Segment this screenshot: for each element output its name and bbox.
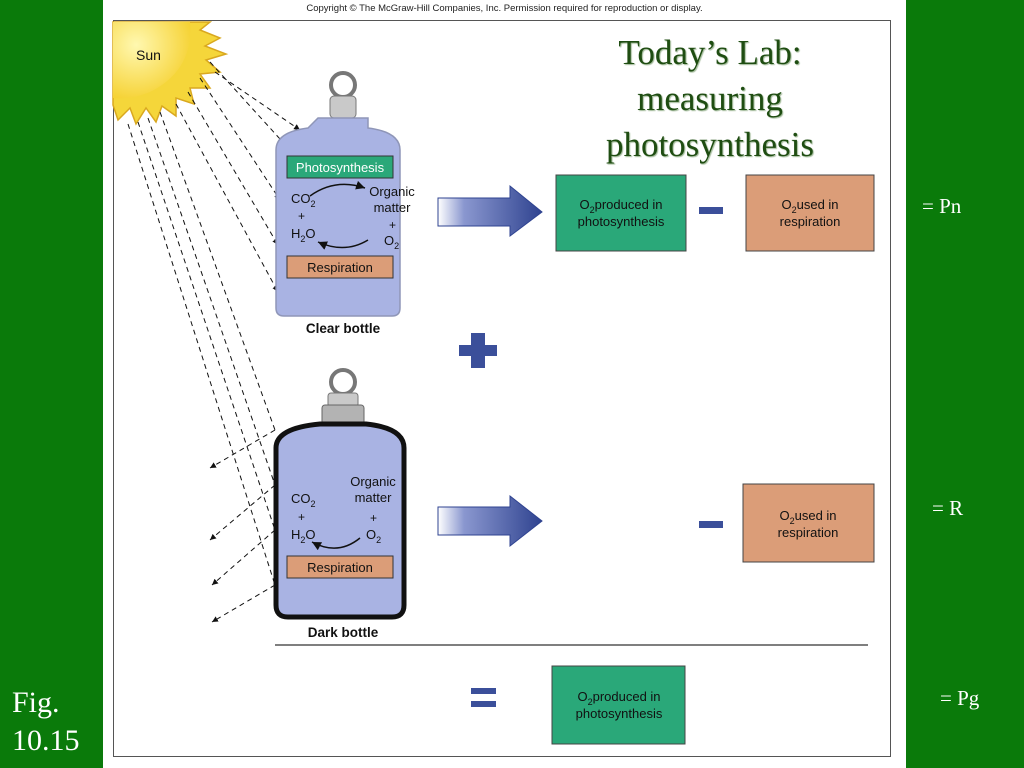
figure-label: Fig. 10.15 bbox=[12, 684, 80, 760]
respiration-label-dark: Respiration bbox=[307, 560, 373, 575]
box-o2-used-bottom: O2used in respiration bbox=[742, 483, 875, 563]
matter-label-clear: matter bbox=[374, 200, 412, 215]
box-o2-produced-top: O2produced in photosynthesis bbox=[555, 174, 687, 252]
title-line-1: Today’s Lab: bbox=[618, 33, 802, 72]
sun-label: Sun bbox=[136, 47, 161, 63]
figure-panel: Copyright © The McGraw-Hill Companies, I… bbox=[103, 0, 906, 768]
cycle-arrow-top-clear bbox=[309, 180, 366, 197]
svg-text:O2used in: O2used in bbox=[779, 508, 836, 526]
light-rays-clear bbox=[175, 61, 301, 293]
equals-icon-bottom bbox=[471, 701, 496, 707]
equals-icon-top bbox=[471, 688, 496, 694]
organic-label-clear: Organic bbox=[369, 184, 415, 199]
figure-frame bbox=[113, 20, 891, 757]
arrow-right-icon bbox=[437, 494, 543, 548]
h2o-label-dark: H2O bbox=[291, 527, 316, 545]
equation-r: = R bbox=[932, 496, 964, 520]
photosynthesis-bar bbox=[286, 155, 394, 179]
title-line-2: measuring bbox=[637, 79, 783, 118]
clear-bottle-caption: Clear bottle bbox=[306, 321, 381, 336]
light-rays-dark bbox=[127, 111, 276, 623]
box-o2-used-top: O2used in respiration bbox=[745, 174, 875, 252]
organic-label-dark: Organic bbox=[350, 474, 396, 489]
cycle-arrow-bottom-clear bbox=[317, 239, 369, 250]
equation-pg: = Pg bbox=[940, 686, 980, 710]
cycle-arrow-dark bbox=[311, 537, 361, 551]
co2-label-clear: CO2 bbox=[291, 191, 316, 209]
svg-text:O2produced in: O2produced in bbox=[577, 689, 660, 707]
title-line-3: photosynthesis bbox=[605, 125, 815, 164]
h2o-label-clear: H2O bbox=[291, 226, 316, 244]
co2-label-dark: CO2 bbox=[291, 491, 316, 509]
box-o2-produced-bottom: O2produced in photosynthesis bbox=[551, 665, 686, 745]
svg-text:O2used in: O2used in bbox=[781, 197, 838, 215]
equation-pn: = Pn bbox=[922, 194, 962, 218]
plus-clear-1: + bbox=[298, 209, 305, 223]
plus-icon bbox=[459, 333, 497, 368]
plus-clear-2: + bbox=[389, 218, 396, 232]
minus-icon bbox=[699, 521, 723, 528]
svg-text:O2produced in: O2produced in bbox=[579, 197, 662, 215]
matter-label-dark: matter bbox=[355, 490, 393, 505]
minus-icon bbox=[699, 207, 723, 214]
photosynthesis-label: Photosynthesis bbox=[296, 160, 385, 175]
fig-line-1: Fig. bbox=[12, 686, 60, 719]
slide-title: Today’s Lab: measuring photosynthesis bbox=[588, 30, 832, 168]
copyright-notice: Copyright © The McGraw-Hill Companies, I… bbox=[306, 3, 703, 14]
arrow-right-icon bbox=[437, 184, 543, 237]
dark-bottle-caption: Dark bottle bbox=[308, 625, 379, 640]
fig-line-2: 10.15 bbox=[12, 724, 80, 757]
plus-dark-2: + bbox=[370, 511, 377, 525]
plus-dark-1: + bbox=[298, 510, 305, 524]
svg-text:photosynthesis: photosynthesis bbox=[576, 706, 663, 721]
respiration-bar-dark bbox=[286, 555, 394, 579]
respiration-bar-clear bbox=[286, 255, 394, 279]
svg-text:respiration: respiration bbox=[778, 525, 839, 540]
respiration-label-clear: Respiration bbox=[307, 260, 373, 275]
svg-text:photosynthesis: photosynthesis bbox=[578, 214, 665, 229]
svg-text:respiration: respiration bbox=[780, 214, 841, 229]
sun-icon bbox=[112, 21, 229, 126]
